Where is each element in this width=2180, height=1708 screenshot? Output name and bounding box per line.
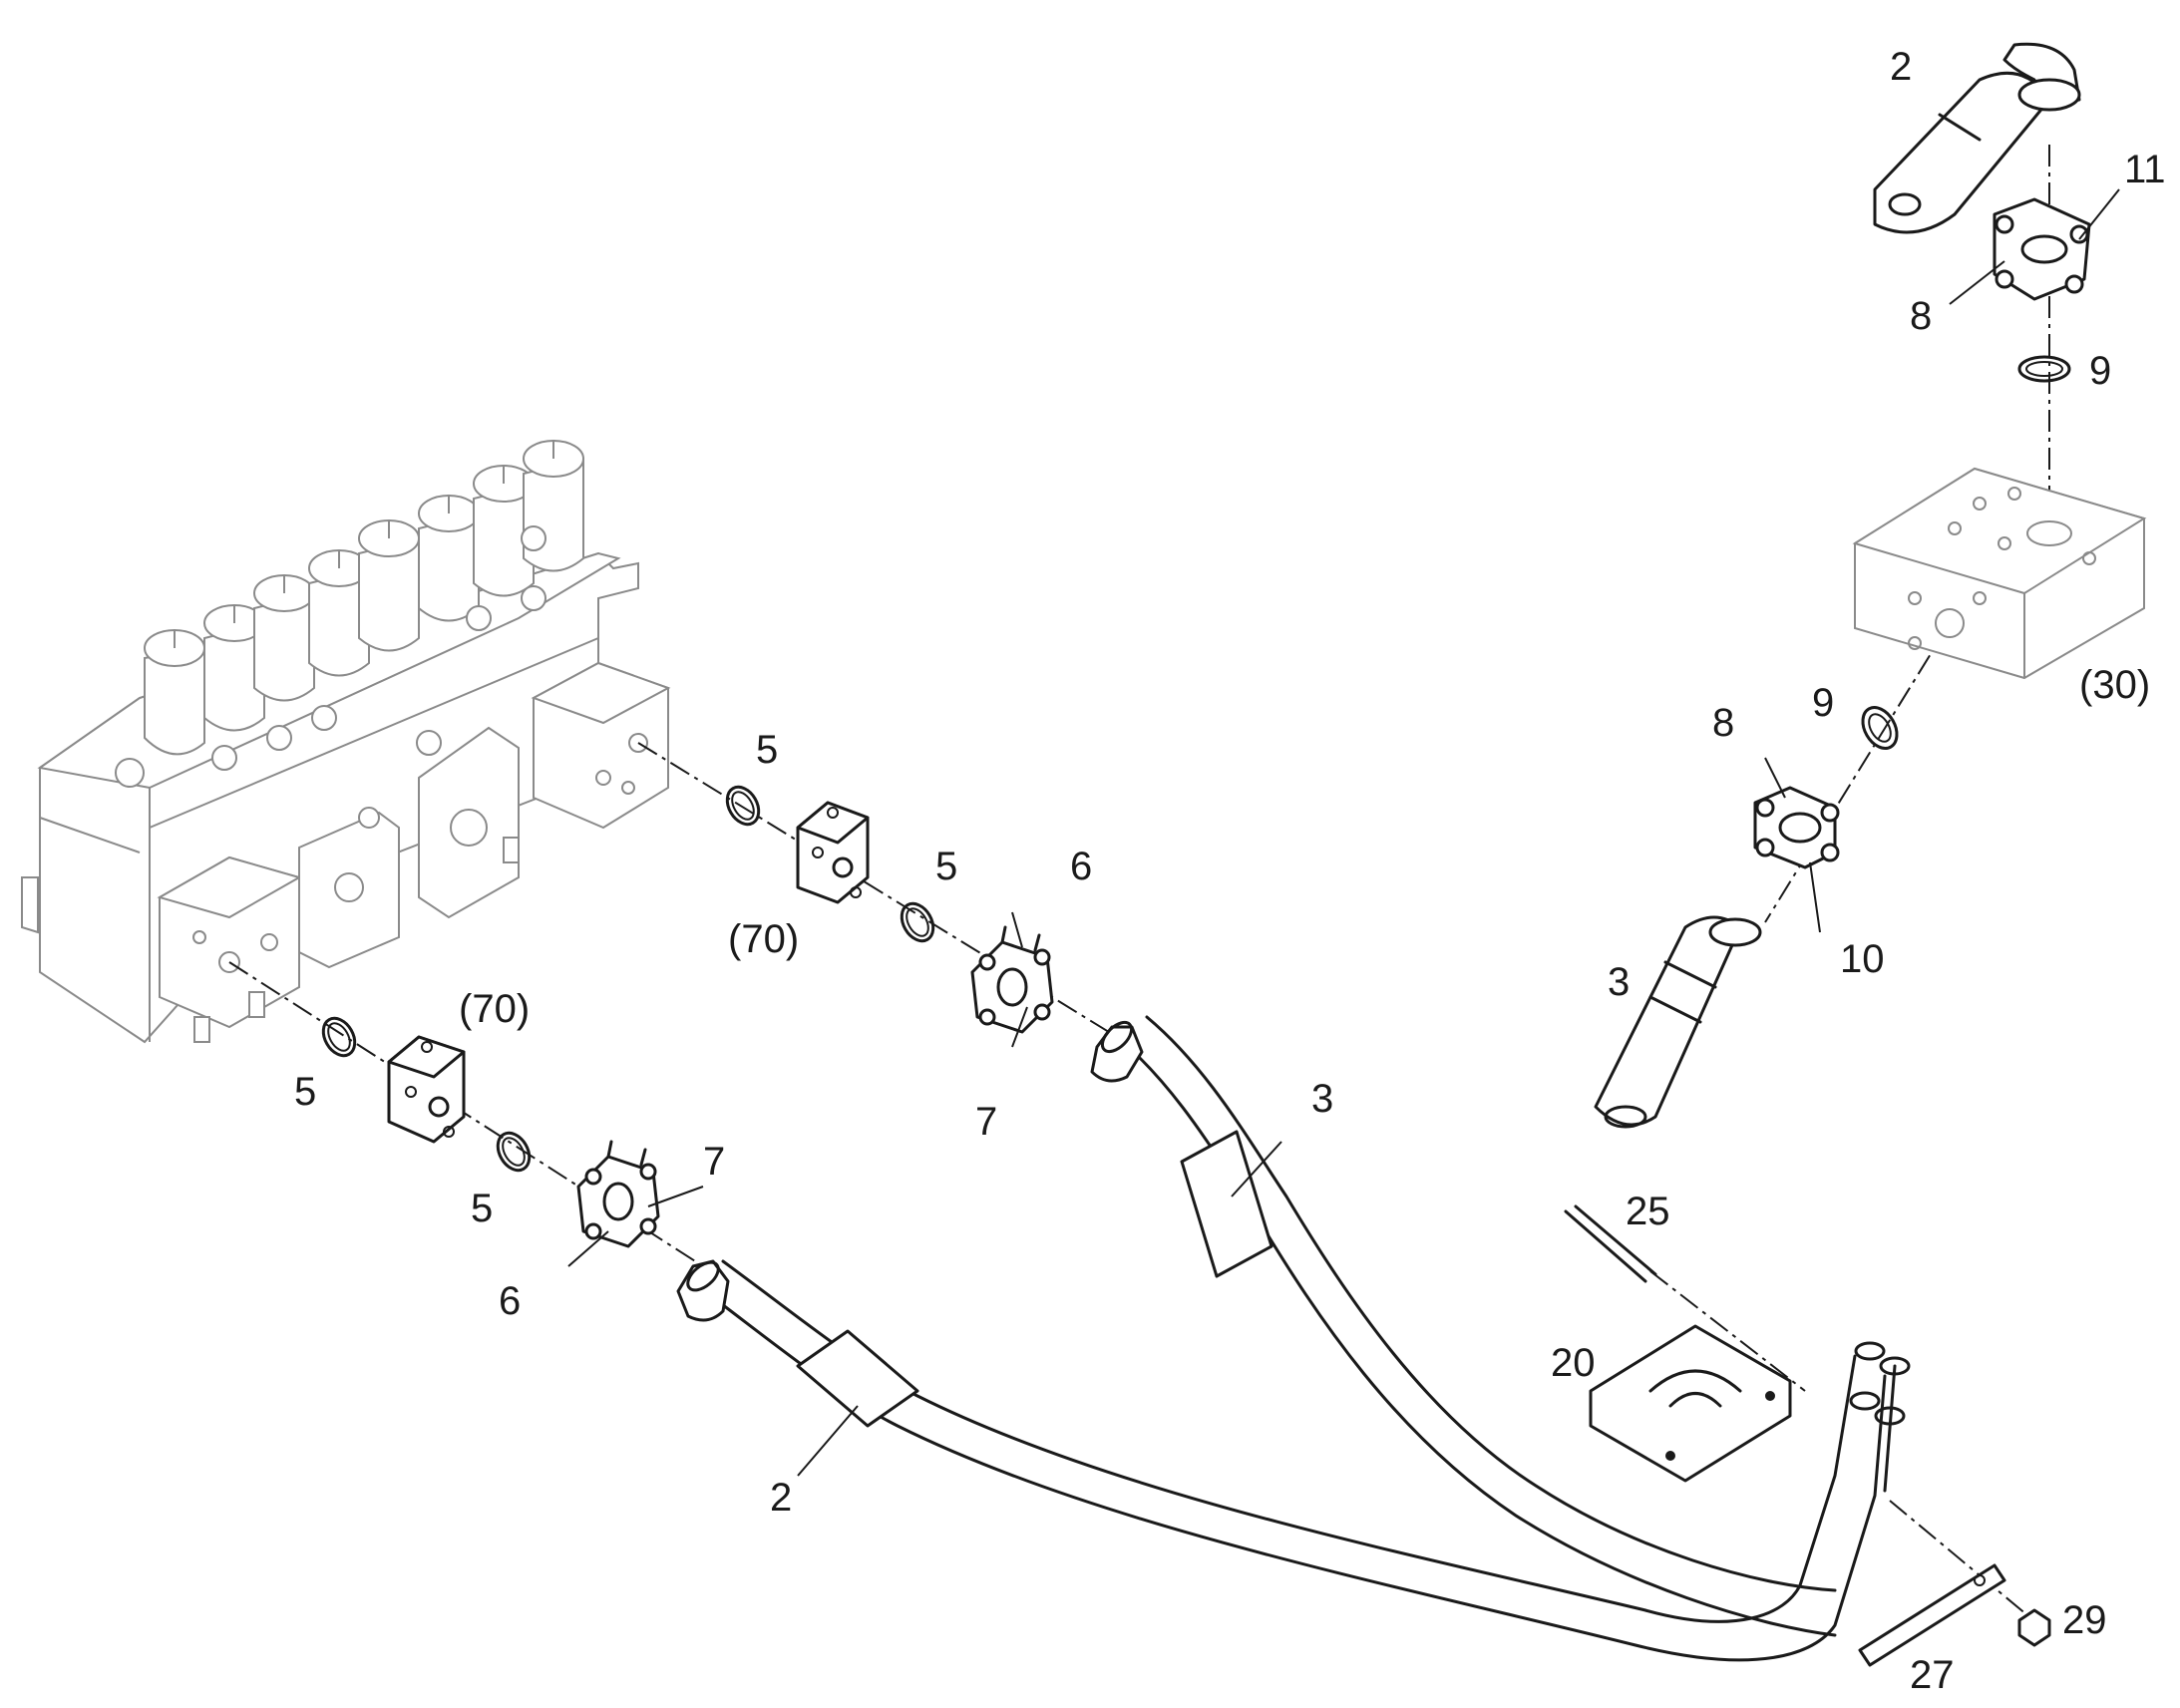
callout-70-upper: (70) [728, 917, 799, 961]
o-ring-5-lower-right [496, 1131, 532, 1173]
callout-3-hose: 3 [1311, 1077, 1333, 1121]
control-valve-assembly [21, 440, 671, 1044]
hose-end-2-top [1873, 42, 2081, 234]
callout-5-b: 5 [935, 845, 957, 888]
nut-29 [2017, 1608, 2051, 1647]
o-ring-9-top [2017, 355, 2071, 383]
callout-6-lower: 6 [499, 1279, 521, 1323]
callout-3-right: 3 [1608, 960, 1630, 1004]
leader-lines [567, 188, 2120, 1477]
callout-20: 20 [1551, 1341, 1596, 1385]
hose-2 [676, 1259, 1911, 1662]
callout-30: (30) [2079, 663, 2150, 707]
o-ring-9-mid [1861, 706, 1899, 750]
callout-7-lower: 7 [703, 1140, 725, 1184]
callout-5-a: 5 [756, 728, 778, 772]
o-ring-5-upper-right [900, 901, 935, 943]
callout-labels: 2 11 8 9 (30) 9 8 10 3 5 5 6 (70) 7 3 (7… [294, 45, 2166, 1697]
hose-end-3-right [1594, 915, 1762, 1129]
callout-9-mid: 9 [1812, 681, 1834, 725]
manifold-block-30 [1852, 467, 2147, 680]
hose-3 [1090, 1015, 1837, 1637]
callout-5-d: 5 [471, 1187, 493, 1230]
stud-bolt-25 [1564, 1204, 1657, 1283]
split-flange-8-top [1993, 197, 2091, 301]
adapter-block-70-upper [796, 801, 870, 904]
callout-10: 10 [1840, 937, 1885, 981]
callout-29: 29 [2062, 1598, 2107, 1642]
callout-7-upper: 7 [975, 1100, 997, 1144]
callout-8-top: 8 [1910, 294, 1932, 338]
callout-2-top: 2 [1890, 45, 1912, 89]
o-ring-5-lower-left [321, 1016, 357, 1058]
clamp-block-20 [1589, 1324, 1792, 1483]
callout-27: 27 [1910, 1653, 1955, 1697]
callout-9-top: 9 [2089, 349, 2111, 393]
callout-25: 25 [1626, 1190, 1670, 1233]
callout-2-hose: 2 [770, 1476, 792, 1520]
adapter-block-70-lower [387, 1035, 466, 1144]
split-flange-6-upper [970, 925, 1054, 1034]
split-flange-6-lower [576, 1140, 660, 1248]
callout-8-mid: 8 [1712, 701, 1734, 745]
callout-6-upper: 6 [1070, 845, 1092, 888]
split-flange-8-mid [1753, 786, 1840, 869]
callout-5-c: 5 [294, 1070, 316, 1114]
callout-70-lower: (70) [459, 987, 530, 1031]
bracket-27 [1858, 1563, 2006, 1667]
o-ring-5-upper-left [725, 785, 761, 827]
callout-11: 11 [2124, 148, 2166, 191]
solenoid-row [115, 440, 584, 788]
